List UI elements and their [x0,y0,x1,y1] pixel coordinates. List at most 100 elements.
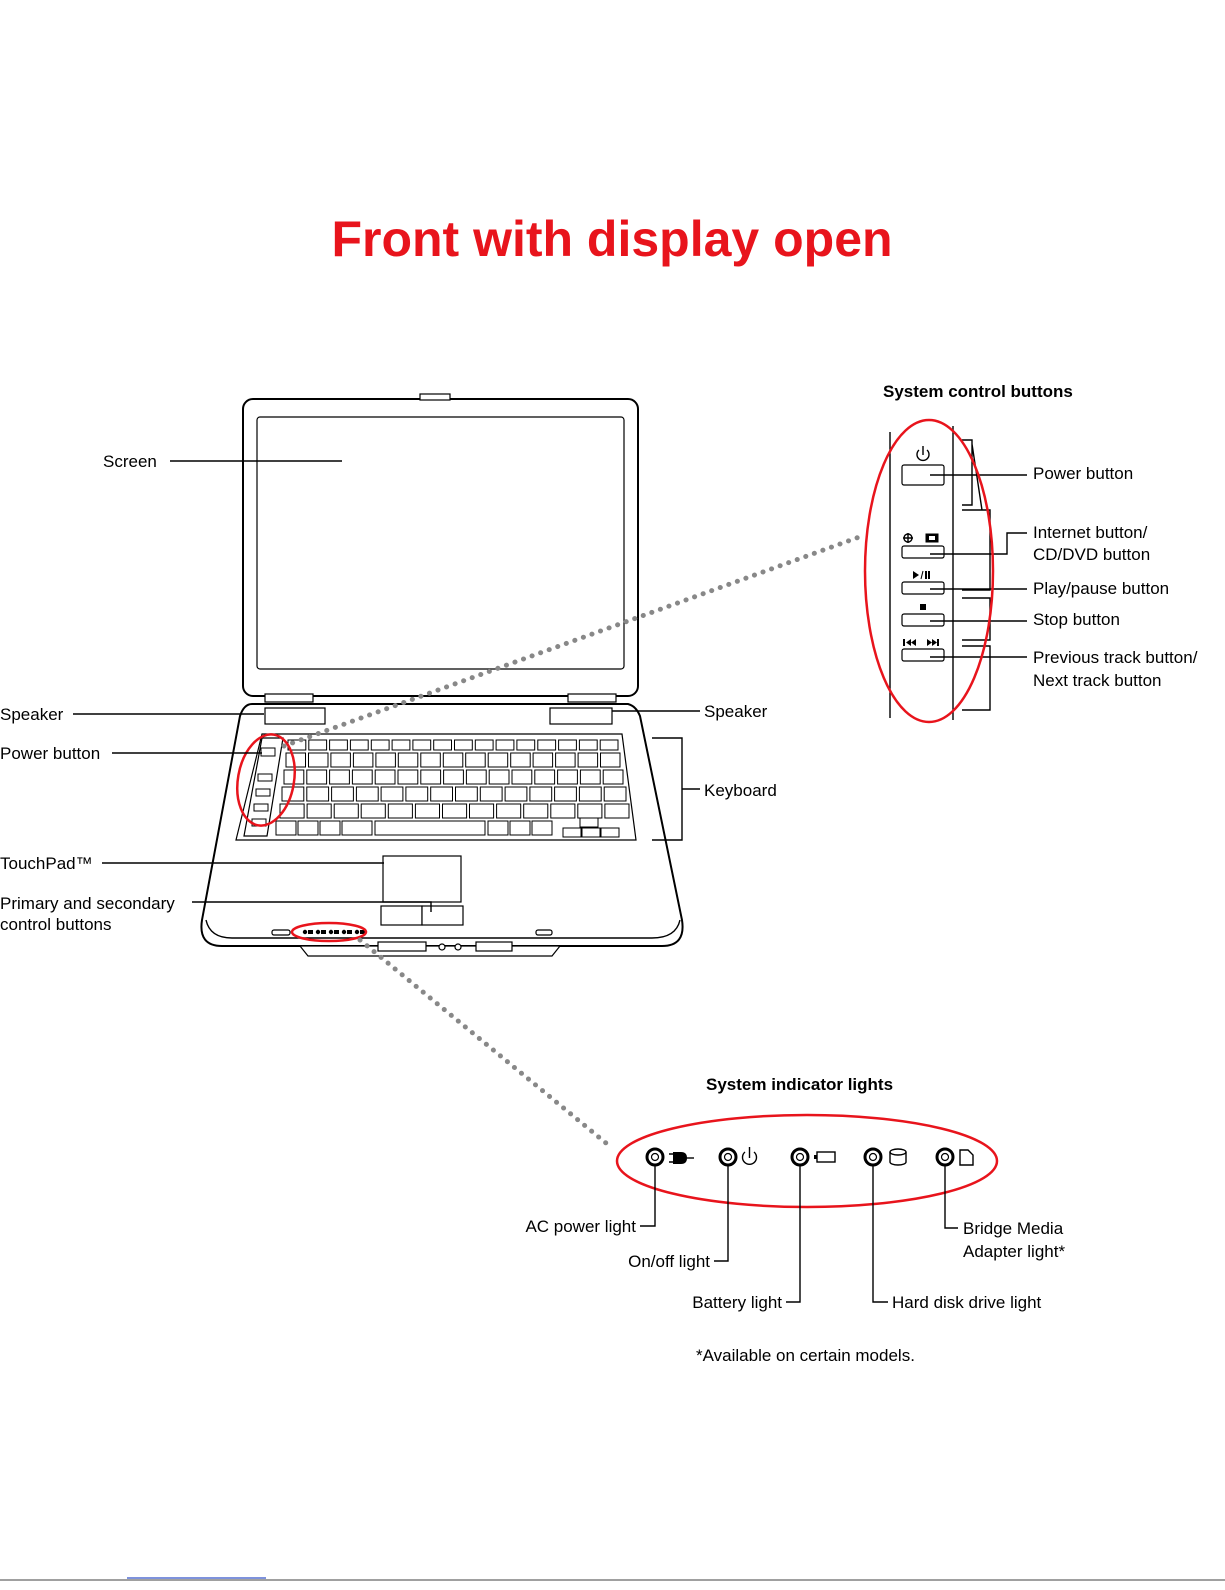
keyboard-key [380,786,404,802]
arrow-up-key [579,817,599,828]
keyboard-key [297,820,319,836]
keyboard-key [534,769,556,785]
base-edge [205,919,681,939]
indicator-led-lens [650,1152,660,1162]
zoom-play-button [901,581,945,595]
leader-hdd [872,1164,888,1303]
label-hdd: Hard disk drive light [892,1293,1042,1312]
indicator-led [645,1147,665,1167]
keyboard-key [479,786,503,802]
laptop-illustration [200,393,684,957]
keyboard-keys [275,739,630,838]
label-zoom-play: Play/pause button [1033,579,1169,598]
label-zoom-power: Power button [1033,464,1133,483]
keyboard-key [331,786,354,802]
front-indicator-glyph [334,930,339,934]
label-control-buttons-line2: control buttons [0,915,112,934]
keyboard-key [529,786,553,802]
front-indicator-glyph [347,930,352,934]
label-zoom-track-line2: Next track button [1033,671,1162,690]
keyboard-key [391,739,411,751]
power-strip-highlight [236,733,296,827]
front-indicator-glyph [360,930,365,934]
keyboard-key [531,820,553,836]
keyboard-key [469,803,495,819]
leader-control-buttons [192,901,432,912]
keyboard-key [329,739,348,751]
keyboard-key [420,769,442,785]
keyboard-key [504,786,528,802]
label-bridge-line1: Bridge Media [963,1219,1064,1238]
keyboard-key [537,739,557,751]
keyboard-key [351,769,373,785]
indicator-led-lens [940,1152,950,1162]
keyboard-key [455,786,478,802]
front-bumper [298,945,562,957]
indicator-led [863,1147,883,1167]
keyboard-key [330,752,351,768]
keyboard-key [465,769,487,785]
speaker-grille-right [549,707,613,725]
battery-icon [814,1151,836,1163]
keyboard-key [319,820,341,836]
label-screen: Screen [103,452,157,471]
keyboard-key [496,803,522,819]
keyboard-key [360,803,386,819]
keyboard-key [306,803,332,819]
keyboard-key [442,803,468,819]
keyboard-key [511,769,533,785]
keyboard-key [341,820,373,836]
keyboard-key [516,739,536,751]
keyboard-key [487,820,509,836]
keyboard-key [510,752,531,768]
front-indicator-dot [315,929,321,935]
internet-icon [903,533,913,543]
keyboard-key [578,739,598,751]
zoom-internet-button [901,545,945,559]
keyboard-key [352,752,374,768]
system-control-heading: System control buttons [883,382,1073,401]
label-touchpad: TouchPad™ [0,854,93,873]
keyboard-key [577,803,603,819]
next-track-icon [927,639,939,646]
front-port [377,941,427,952]
zoom-track-button [901,648,945,662]
front-jack [454,943,462,951]
leader-onoff [714,1164,729,1262]
keyboard-key [523,803,549,819]
keyboard-key [420,752,441,768]
indicator-leds [645,1147,955,1167]
label-zoom-track-line1: Previous track button/ [1033,648,1198,667]
label-speaker-left: Speaker [0,705,64,724]
keyboard-key [308,752,329,768]
indicator-led-lens [868,1152,878,1162]
indicator-led-lens [723,1152,733,1162]
keyboard-key [604,803,630,819]
power-icon [741,1147,758,1166]
page-title: Front with display open [331,211,892,267]
footnote: *Available on certain models. [696,1346,915,1365]
front-indicator-dot [341,929,347,935]
leader-bridge [944,1164,958,1229]
keyboard-key [487,752,509,768]
keyboard-key [603,786,627,802]
keyboard-key [557,769,578,785]
keyboard-key [412,739,432,751]
panel-key-column [962,439,991,711]
keyboard-key [465,752,486,768]
keyboard-key [374,769,396,785]
keyboard-key [370,739,390,751]
keyboard-key [397,752,419,768]
keyboard-key [349,739,369,751]
front-indicator-dot [354,929,360,935]
keyboard-key [550,803,576,819]
spacebar-key [374,820,486,836]
system-indicator-panel: System indicator lights [525,1075,1065,1365]
keyboard-key [405,786,429,802]
touchpad-right-button [421,905,464,926]
keyboard-key [285,752,306,768]
keyboard-key [430,786,454,802]
media-card-icon [959,1149,974,1166]
keyboard-key [495,739,515,751]
